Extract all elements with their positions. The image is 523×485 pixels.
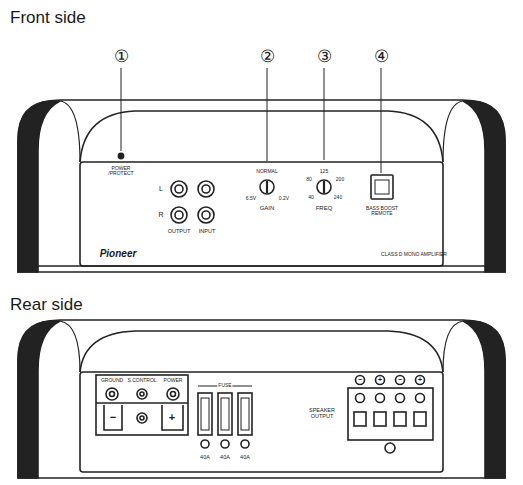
- terminal-label: SPEAKER OUTPUT: [302, 408, 342, 420]
- fuse-rating: 40A: [200, 455, 210, 461]
- rear-panel: [80, 372, 443, 472]
- terminal-label: S.CONTROL: [127, 378, 156, 383]
- terminal-label: POWER: [164, 378, 183, 383]
- view-title: Front side: [10, 9, 86, 27]
- amp-housing: [18, 100, 505, 272]
- freq-scale: 80: [306, 177, 312, 182]
- freq-scale: 240: [334, 195, 342, 200]
- speaker-terminal-block: [348, 376, 433, 454]
- callout-number: ③: [317, 48, 332, 66]
- heatsink-cover: [80, 331, 443, 372]
- brand-logo: Pioneer: [100, 249, 137, 260]
- polarity-sign: −: [358, 376, 362, 383]
- jack-label: INPUT: [199, 229, 216, 235]
- control-label: GAIN: [260, 205, 275, 211]
- amp-foot: [463, 101, 505, 272]
- channel-label: L: [159, 185, 163, 192]
- view-title: Rear side: [10, 296, 83, 314]
- rca-jacks: [171, 181, 214, 223]
- gain-scale: 6.5V: [246, 196, 256, 201]
- freq-scale: 40: [308, 195, 314, 200]
- channel-label: R: [158, 211, 163, 218]
- callout-number: ④: [374, 48, 389, 66]
- indicator-label: POWER /PROTECT: [106, 166, 136, 177]
- power-terminal-block: [96, 375, 188, 435]
- callout-number: ②: [260, 48, 275, 66]
- freq-scale: 200: [336, 177, 344, 182]
- heatsink-cover: [80, 111, 443, 162]
- amp-foot: [18, 321, 60, 478]
- model-label: CLASS D MONO AMPLIFIER: [381, 252, 447, 257]
- fuse-label: FUSE: [217, 383, 232, 388]
- leader-lines: [121, 68, 381, 173]
- gain-knob: [260, 180, 274, 194]
- amp-housing: [18, 320, 505, 478]
- front-panel: [80, 162, 443, 266]
- jack-label: OUTPUT: [168, 229, 191, 235]
- control-label: FREQ: [316, 205, 333, 211]
- callout-number: ①: [114, 48, 129, 66]
- freq-knob: [317, 180, 331, 194]
- polarity-sign: +: [169, 412, 175, 424]
- jack-label: BASS BOOST REMOTE: [362, 206, 402, 217]
- polarity-sign: +: [378, 376, 382, 383]
- remote-jack: [371, 175, 393, 199]
- amp-foot: [18, 101, 60, 272]
- polarity-sign: +: [418, 376, 422, 383]
- fuse-rating: 40A: [220, 455, 230, 461]
- power-led: [118, 153, 123, 158]
- fuse-rating: 40A: [240, 455, 250, 461]
- freq-scale: 125: [320, 169, 328, 174]
- polarity-sign: −: [398, 376, 402, 383]
- gain-scale: 0.2V: [279, 196, 289, 201]
- fuses: [198, 386, 252, 448]
- polarity-sign: −: [110, 412, 116, 424]
- gain-scale: NORMAL: [256, 169, 277, 174]
- terminal-label: GROUND: [101, 378, 123, 383]
- amp-foot: [463, 321, 505, 478]
